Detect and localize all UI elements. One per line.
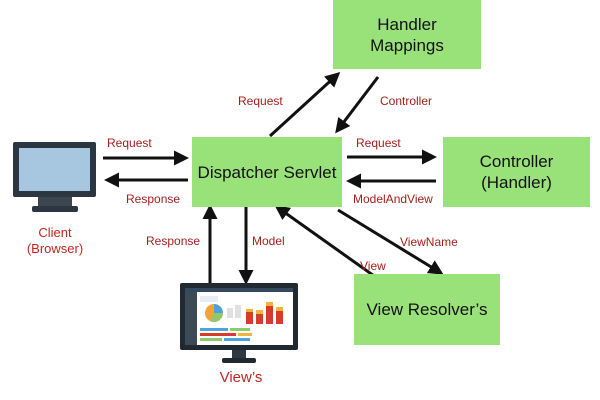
client-caption: Client (Browser) [20,225,90,257]
client-caption-line2: (Browser) [26,241,84,256]
edge-label-model: Model [252,234,285,248]
arrow-mappings-controller [335,76,380,134]
edge-label-view: View [360,259,386,273]
edge-label-controller-request: Request [356,136,401,150]
edge-label-mappings-request: Request [238,94,283,108]
arrow-mappings-request [268,71,341,138]
edge-label-client-request: Request [107,136,152,150]
handler-mappings-line2: Mappings [370,35,444,55]
client-caption-line1: Client [38,225,72,240]
desktop-monitor-icon [13,142,96,212]
dispatcher-servlet-box: Dispatcher Servlet [192,137,342,207]
controller-box: Controller (Handler) [443,137,590,207]
edge-label-client-response: Response [126,192,181,206]
arrow-resolver-viewname [337,208,444,275]
dispatcher-servlet-label: Dispatcher Servlet [197,162,337,182]
edge-label-modelandview: ModelAndView [353,192,433,206]
view-resolver-label: View Resolver’s [366,300,488,319]
handler-mappings-line1: Handler [377,14,437,34]
dashboard-monitor-icon [180,283,298,363]
view-resolver-box: View Resolver’s [354,274,500,345]
views-caption: View’s [219,369,263,386]
edge-label-response: Response [146,234,201,248]
controller-line2: (Handler) [481,173,552,192]
controller-line1: Controller [479,152,554,171]
edge-label-mappings-controller: Controller [380,94,433,108]
arrow-resolver-view [274,205,385,285]
edge-label-viewname: ViewName [400,235,458,249]
handler-mappings-box: Handler Mappings [333,0,481,69]
